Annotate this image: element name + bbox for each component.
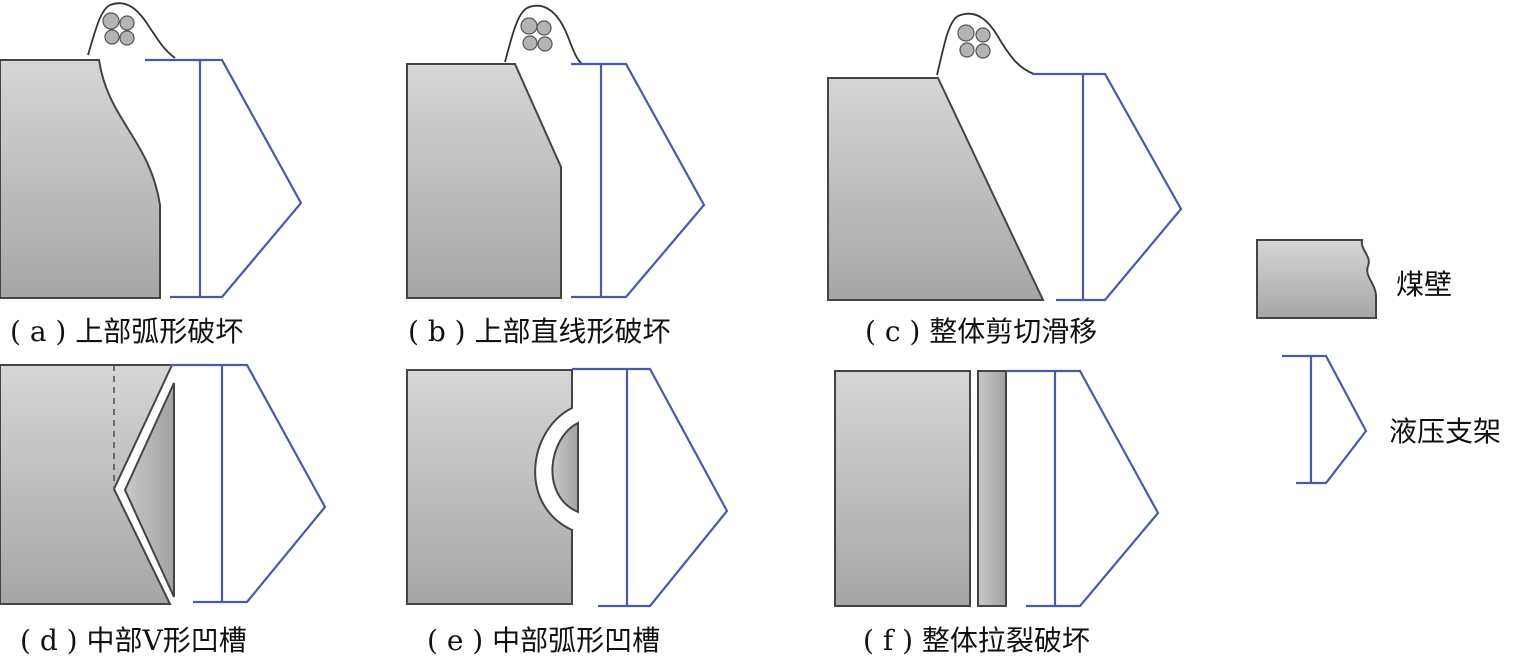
- rock-fragment: [119, 30, 135, 46]
- rock-fragment: [957, 24, 975, 42]
- caption-b: ( b ) 上部直线形破坏: [408, 315, 670, 348]
- panel-a: ( a ) 上部弧形破坏: [0, 2, 303, 348]
- legend-support-label: 液压支架: [1389, 415, 1501, 448]
- caption-e: ( e ) 中部弧形凹槽: [427, 624, 660, 657]
- rockfall-c: [936, 12, 1035, 76]
- hydraulic-support: [571, 62, 706, 299]
- caption-c: ( c ) 整体剪切滑移: [865, 315, 1097, 348]
- coal-wall: [406, 63, 562, 299]
- rock-fragment: [102, 12, 120, 30]
- coal-wall: [406, 369, 573, 605]
- roof-caving-outline: [936, 12, 1035, 76]
- rock-fragment: [522, 35, 538, 51]
- rockfall-b: [504, 4, 583, 65]
- rock-fragment: [975, 43, 991, 59]
- hydraulic-support: [1032, 72, 1183, 302]
- panel-c: ( c ) 整体剪切滑移: [827, 12, 1183, 348]
- rockfall-a: [87, 2, 176, 59]
- coal-wall: [834, 370, 971, 607]
- detached-wedge: [123, 382, 175, 598]
- hydraulic-support: [145, 58, 303, 299]
- panel-e: ( e ) 中部弧形凹槽: [406, 367, 729, 657]
- roof-caving-outline: [504, 4, 583, 65]
- coal-wall: [0, 59, 161, 299]
- panel-d: ( d ) 中部V形凹槽: [0, 363, 327, 657]
- coal-wall: [0, 364, 174, 605]
- rock-fragment: [959, 42, 975, 58]
- legend: 煤壁 液压支架: [1256, 239, 1501, 485]
- caption-d: ( d ) 中部V形凹槽: [20, 624, 247, 657]
- rock-fragment: [537, 36, 553, 52]
- coal-wall: [827, 77, 1045, 301]
- detached-slab: [977, 370, 1007, 607]
- caption-f: ( f ) 整体拉裂破坏: [863, 624, 1090, 657]
- hydraulic-support: [170, 363, 327, 604]
- panel-b: ( b ) 上部直线形破坏: [406, 4, 706, 348]
- caption-a: ( a ) 上部弧形破坏: [10, 315, 243, 348]
- legend-coal-wall-swatch: [1256, 239, 1377, 319]
- legend-support-swatch: [1282, 354, 1368, 485]
- hydraulic-support: [1006, 369, 1160, 608]
- rock-fragment: [536, 20, 552, 36]
- rock-fragment: [119, 15, 135, 31]
- panel-f: ( f ) 整体拉裂破坏: [834, 369, 1160, 657]
- legend-coal-wall-label: 煤壁: [1396, 268, 1452, 301]
- rock-fragment: [520, 17, 538, 35]
- hydraulic-support: [572, 367, 729, 608]
- detached-arc-slab: [551, 421, 579, 514]
- roof-caving-outline: [87, 2, 176, 59]
- rock-fragment: [975, 27, 991, 43]
- rock-fragment: [104, 29, 120, 45]
